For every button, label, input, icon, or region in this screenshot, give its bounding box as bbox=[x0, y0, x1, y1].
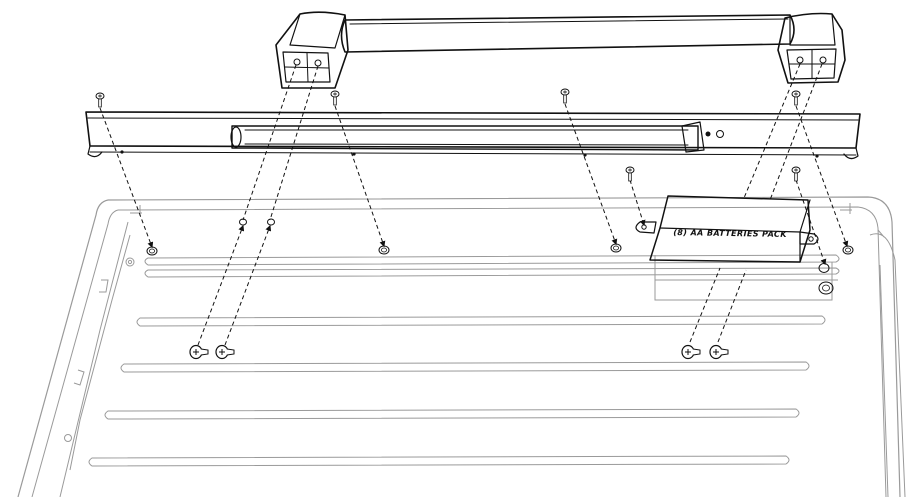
light-channel bbox=[85, 111, 861, 160]
screw-icon bbox=[625, 166, 635, 182]
screw-icon bbox=[215, 344, 235, 360]
base-panel bbox=[17, 196, 906, 497]
screw-icon bbox=[95, 92, 105, 108]
battery-pack-label: (8) AA BATTERIES PACK bbox=[673, 228, 787, 239]
screw-icon bbox=[709, 344, 729, 360]
panel-screw-holes bbox=[146, 218, 854, 295]
screw-icon bbox=[791, 90, 801, 106]
screw-icon bbox=[791, 166, 801, 182]
large-screws bbox=[189, 344, 729, 360]
screw-icon bbox=[560, 88, 570, 104]
assembly-guide-lines bbox=[99, 63, 849, 346]
handle bbox=[275, 11, 846, 89]
screw-icon bbox=[189, 344, 209, 360]
screw-icon bbox=[681, 344, 701, 360]
small-screws bbox=[95, 88, 801, 182]
battery-pack: (8) AA BATTERIES PACK bbox=[635, 195, 819, 263]
screw-icon bbox=[330, 90, 340, 106]
